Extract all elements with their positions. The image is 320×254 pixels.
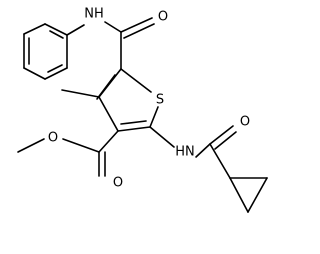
thiophene-ring xyxy=(96,68,159,132)
ester-bonds xyxy=(17,130,119,177)
cyclopropyl-ring xyxy=(229,177,268,213)
thiophene-sulfur-label: S xyxy=(156,93,164,108)
acylamino-bonds xyxy=(149,125,237,179)
ester-oxygen-label: O xyxy=(48,131,58,146)
amide-oxygen-label: O xyxy=(158,10,168,25)
acyl-nh-label: HN xyxy=(175,145,195,160)
phenyl-ring xyxy=(23,23,68,80)
amide-nh-label: NH xyxy=(84,7,104,22)
acyl-oxygen-label: O xyxy=(240,115,250,130)
ester-carbonyl-oxygen-label: O xyxy=(113,176,123,191)
structure-diagram: NH O S O O HN O xyxy=(17,7,268,213)
amide-bonds xyxy=(66,17,155,70)
molecule-drawing: NH O S O O HN O xyxy=(17,7,268,213)
methyl-bond xyxy=(61,89,100,98)
